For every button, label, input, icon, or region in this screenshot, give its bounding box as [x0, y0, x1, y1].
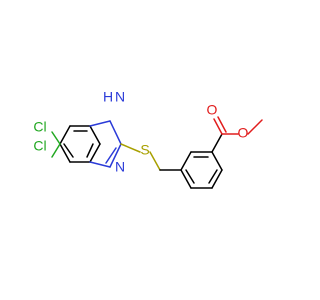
bond [89, 120, 111, 127]
bond [180, 169, 192, 189]
chlorine-atom-label: Cl [33, 119, 46, 135]
bond [211, 133, 223, 153]
bond [120, 143, 141, 153]
bond [86, 143, 94, 158]
nitrogen-labels: H N N [103, 89, 125, 175]
bond [109, 143, 122, 168]
bond [51, 131, 61, 145]
bond [185, 169, 195, 184]
sulfur-atom-label: S [140, 142, 149, 158]
chlorine-atom-label: Cl [33, 138, 46, 154]
oxygen-atom-label: O [238, 125, 249, 141]
bond [217, 116, 227, 133]
bond [89, 125, 101, 145]
oxygen-atom-label: O [207, 102, 218, 118]
bond [211, 169, 223, 189]
nitrogen-atom-label: N [115, 159, 125, 175]
nitrogen-atom-label: H [103, 89, 113, 105]
molecule-diagram: Cl Cl S O O H N N [33, 89, 263, 189]
benzene-ring [159, 151, 223, 189]
bond [63, 143, 74, 158]
ester-group: O O [207, 102, 263, 153]
bond [208, 169, 218, 184]
nitrogen-atom-label: N [115, 89, 125, 105]
bond [247, 119, 263, 135]
bond [213, 118, 223, 135]
bond [211, 151, 223, 171]
bond [180, 151, 192, 171]
bond [149, 151, 161, 171]
bond [59, 143, 71, 163]
bond [89, 143, 101, 163]
bond [105, 147, 117, 164]
bond [59, 125, 71, 145]
benzimidazole-ring [59, 120, 122, 168]
bond [51, 143, 61, 158]
thioether-linker: S [120, 142, 161, 171]
chlorine-substituents: Cl Cl [33, 119, 61, 158]
bond [89, 161, 111, 168]
bond [109, 120, 122, 145]
